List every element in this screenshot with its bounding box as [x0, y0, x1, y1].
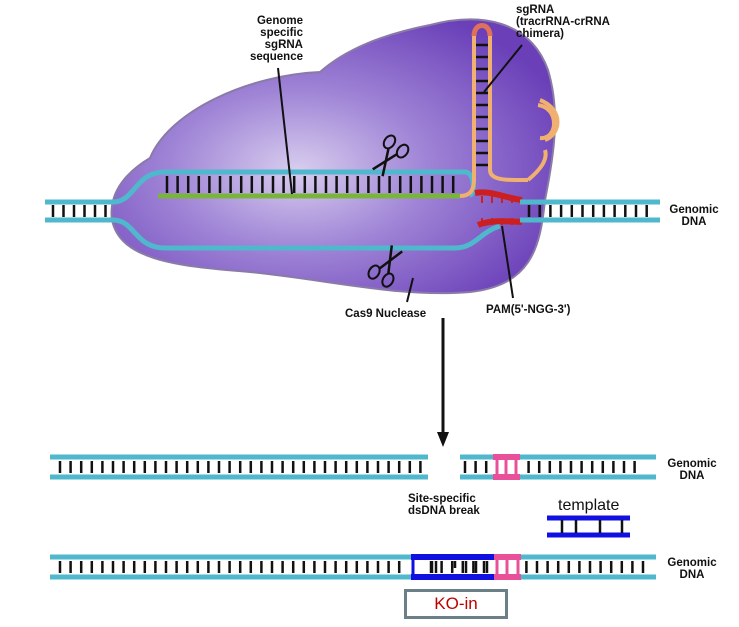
- dna-broken-left: [50, 454, 428, 480]
- scissors-icon: [367, 245, 403, 288]
- label-pam: PAM(5'-NGG-3'): [486, 304, 571, 316]
- label-genome-specific-sgrna: Genome specific sgRNA sequence: [249, 15, 303, 63]
- insert-site-marker: [493, 454, 520, 480]
- label-template: template: [558, 497, 620, 514]
- leader-cas9: [406, 277, 414, 303]
- label-sgrna-chimera: sgRNA (tracrRNA-crRNA chimera): [516, 4, 610, 40]
- dna-duplex-left: [45, 199, 115, 223]
- leader-pam: [501, 225, 514, 299]
- guide-base-pairs: [165, 176, 455, 193]
- dna-nontarget-strand: [112, 217, 501, 251]
- sgrna-scaffold: [459, 23, 560, 198]
- down-arrow-icon: [437, 318, 449, 447]
- integrated-template: [411, 554, 494, 580]
- label-genomic-dna-break: Genomic DNA: [667, 458, 717, 482]
- label-cas9-nuclease: Cas9 Nuclease: [345, 308, 427, 320]
- dna-duplex-right: [520, 199, 660, 223]
- insert-site-marker: [494, 554, 521, 580]
- pam-site: [474, 189, 523, 228]
- ko-in-box: KO-in: [404, 589, 508, 619]
- repair-template: [547, 515, 630, 538]
- scissors-icon: [372, 134, 410, 177]
- label-genomic-dna-top: Genomic DNA: [669, 204, 719, 228]
- dna-broken-right: [460, 454, 656, 480]
- leader-genome-sgrna: [277, 67, 293, 195]
- label-site-specific-break: Site-specific dsDNA break: [408, 493, 480, 517]
- dna-repaired: [50, 554, 656, 580]
- ko-in-label: KO-in: [434, 594, 478, 613]
- label-genomic-dna-bottom: Genomic DNA: [667, 557, 717, 581]
- leader-sgrna-chimera: [483, 44, 523, 93]
